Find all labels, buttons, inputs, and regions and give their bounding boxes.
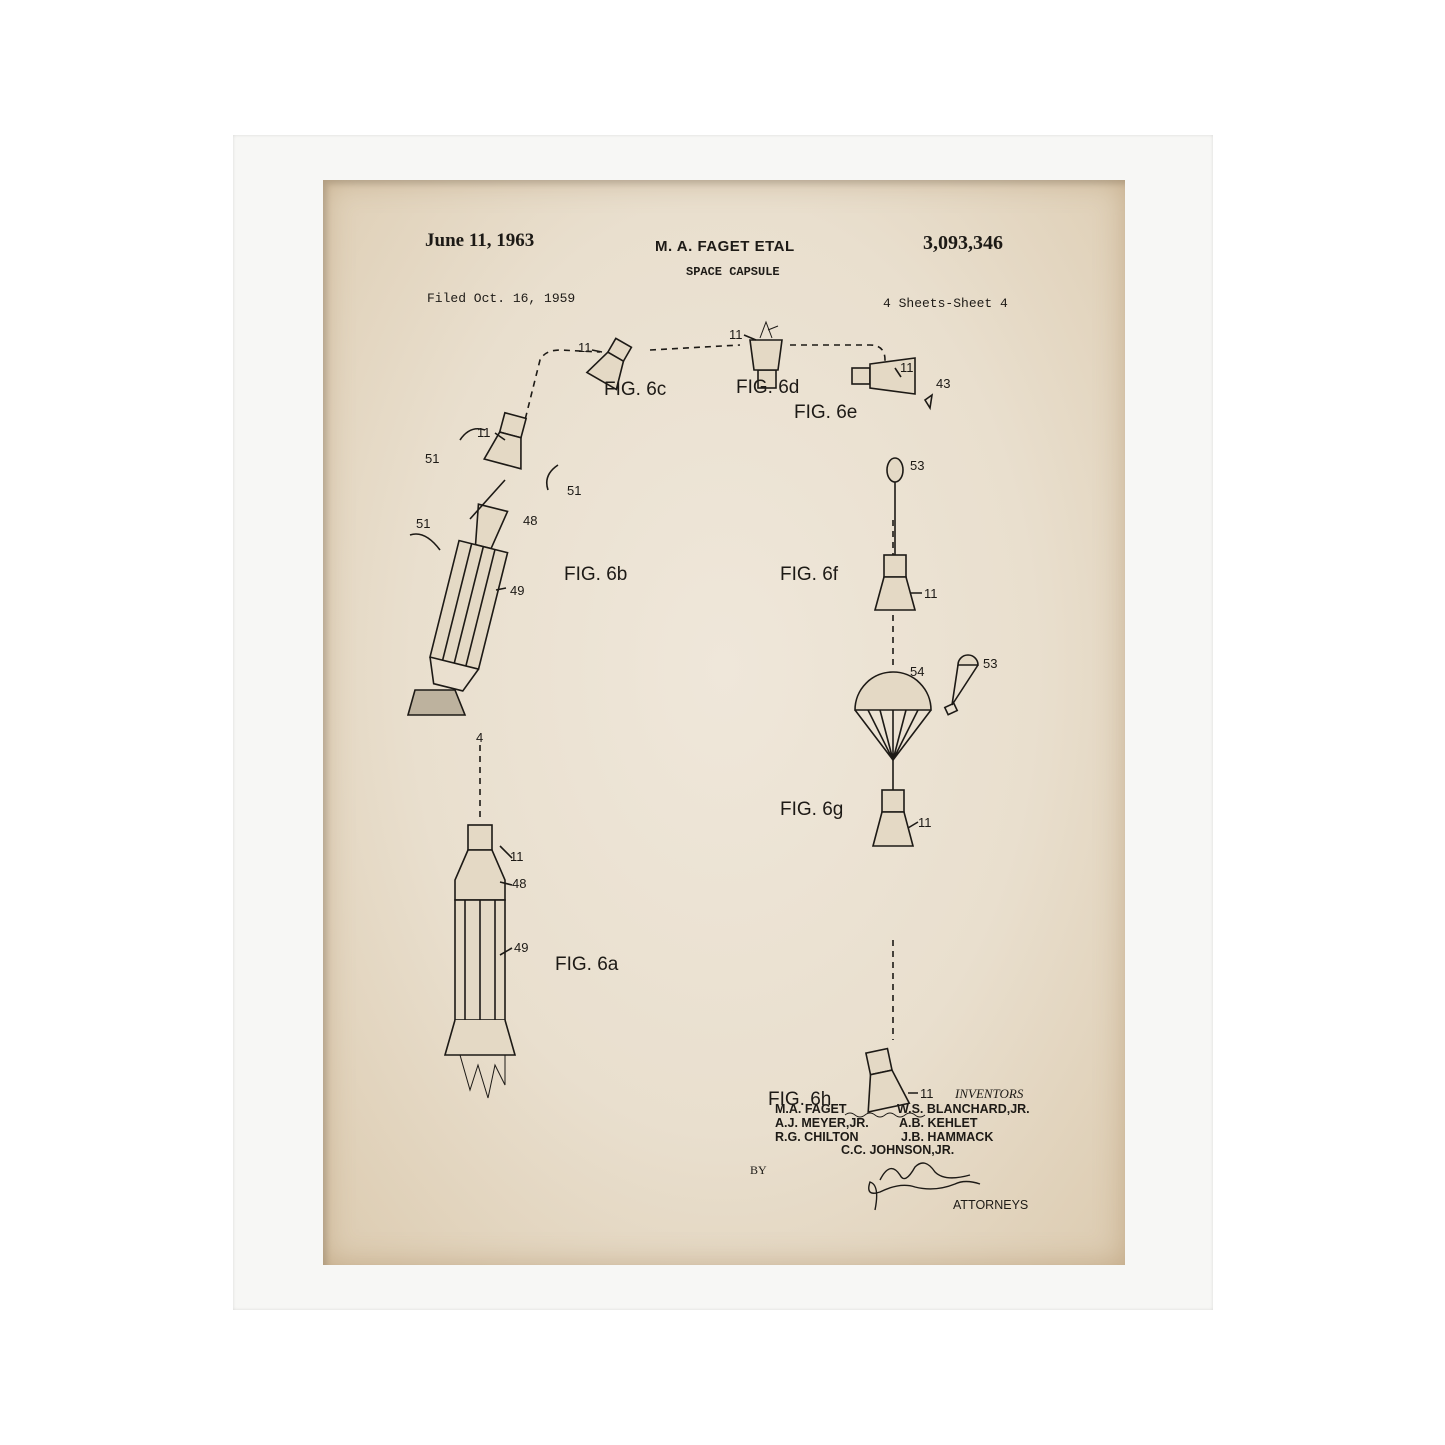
capsule-fig6h: [864, 1047, 911, 1113]
main-parachute-fig6g: [854, 671, 932, 790]
ref-48: 48: [523, 513, 537, 528]
attorneys-label: ATTORNEYS: [953, 1198, 1029, 1212]
trajectory-path: [519, 344, 886, 441]
attorney-signature: [868, 1162, 981, 1211]
label-fig6a: FIG. 6a: [555, 954, 619, 975]
rocket-fig6a: [443, 824, 517, 1099]
filed-date: Filed Oct. 16, 1959: [427, 291, 576, 306]
inventor-name: W.S. BLANCHARD,JR.: [897, 1102, 1030, 1116]
patent-number: 3,093,346: [923, 232, 1003, 254]
inventor-name: M.A. FAGET: [775, 1102, 847, 1116]
capsule-fig6g: [871, 789, 915, 847]
ref-11: 11: [578, 340, 592, 355]
ref-53: 53: [910, 458, 924, 473]
label-fig6b: FIG. 6b: [564, 564, 627, 585]
by-label: BY: [750, 1163, 767, 1177]
booster-fig6b: [406, 689, 467, 716]
ref-11: 11: [900, 360, 914, 375]
patent-paper: [323, 180, 1125, 1265]
inventor-short: M. A. FAGET ETAL: [655, 238, 795, 255]
ref-11: 11: [477, 425, 491, 440]
label-fig6d: FIG. 6d: [736, 377, 799, 398]
ref-11: 11: [510, 849, 524, 864]
inventor-name: C.C. JOHNSON,JR.: [841, 1143, 955, 1157]
fairing-pieces-51: [409, 427, 559, 551]
capsule-fig6d: [749, 320, 783, 389]
sheet-count: 4 Sheets-Sheet 4: [883, 296, 1008, 311]
capsule-fig6f: [873, 554, 917, 611]
inventors-heading: INVENTORS: [955, 1086, 1024, 1101]
capsule-fig6b-top: [482, 411, 528, 470]
ref-11: 11: [920, 1086, 934, 1101]
ref-54: 54: [910, 664, 924, 679]
water-line: [844, 1112, 926, 1118]
ref-53: 53: [983, 656, 997, 671]
drogue-chute-fig6f: [886, 457, 904, 483]
ref-11: 11: [924, 586, 938, 601]
ref-11: 11: [729, 327, 743, 342]
inventor-name: R.G. CHILTON: [775, 1130, 859, 1144]
label-fig6e: FIG. 6e: [794, 402, 857, 423]
ref-4: 4: [476, 730, 483, 745]
label-fig6g: FIG. 6g: [780, 799, 843, 820]
ref-51: 51: [425, 451, 439, 466]
inventor-name: J.B. HAMMACK: [901, 1130, 994, 1144]
ref-43: 43: [936, 376, 950, 391]
rocket-fig6b: [429, 503, 509, 692]
ref-51: 51: [567, 483, 581, 498]
label-fig6h: FIG. 6h: [768, 1089, 831, 1110]
inventor-name: A.B. KEHLET: [899, 1116, 978, 1130]
ref-49: 49: [514, 940, 528, 955]
ref-51: 51: [416, 516, 430, 531]
ref-48: 48: [512, 876, 526, 891]
label-fig6c: FIG. 6c: [604, 379, 666, 400]
patent-date: June 11, 1963: [425, 230, 535, 251]
inventor-name: A.J. MEYER,JR.: [775, 1116, 869, 1130]
ref-49: 49: [510, 583, 524, 598]
capsule-fig6e: [851, 357, 934, 411]
discarded-chute-53: [943, 654, 979, 716]
ref-11: 11: [918, 815, 932, 830]
capsule-fig6c: [585, 337, 633, 391]
label-fig6f: FIG. 6f: [780, 564, 839, 585]
patent-title: SPACE CAPSULE: [686, 265, 780, 279]
